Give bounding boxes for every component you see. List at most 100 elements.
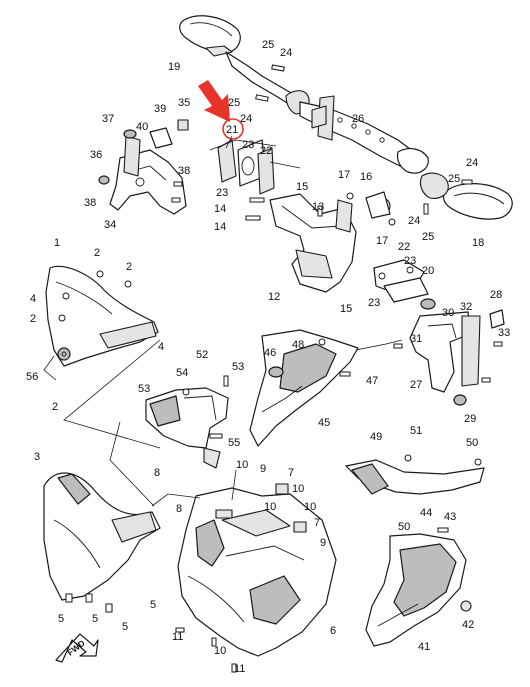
callout-30: 30 <box>442 307 454 319</box>
callout-13: 13 <box>312 201 324 213</box>
right-mirror[interactable] <box>419 172 513 220</box>
fwd-arrow-icon: FWD <box>55 633 99 663</box>
callout-9: 9 <box>260 463 266 475</box>
callout-21: 21 <box>226 124 238 136</box>
inner-panel-left[interactable] <box>145 375 229 469</box>
callout-27: 27 <box>410 379 422 391</box>
right-bracket[interactable] <box>393 298 505 406</box>
callout-25: 25 <box>422 231 434 243</box>
callout-52: 52 <box>196 349 208 361</box>
center-stay[interactable] <box>245 191 396 293</box>
callout-53: 53 <box>138 383 150 395</box>
callout-8: 8 <box>154 467 160 479</box>
front-cowl[interactable] <box>175 483 337 673</box>
callout-16: 16 <box>360 171 372 183</box>
callout-44: 44 <box>420 507 432 519</box>
callout-7: 7 <box>288 467 294 479</box>
callout-51: 51 <box>410 425 422 437</box>
callout-18: 18 <box>472 237 484 249</box>
callout-5: 5 <box>92 613 98 625</box>
side-cowling-right-inner[interactable] <box>249 329 359 447</box>
callout-11: 11 <box>234 663 245 675</box>
callout-7: 7 <box>314 517 320 529</box>
callout-2: 2 <box>94 247 100 259</box>
callout-48: 48 <box>292 339 304 351</box>
part-21-highlight-circle <box>222 118 244 140</box>
callout-4: 4 <box>30 293 36 305</box>
callout-25: 25 <box>262 39 274 51</box>
left-stay-bracket[interactable] <box>98 119 189 215</box>
callout-10: 10 <box>214 645 226 657</box>
callout-49: 49 <box>370 431 382 443</box>
callout-28: 28 <box>490 289 502 301</box>
callout-20: 20 <box>422 265 434 277</box>
side-cowl-right-upper[interactable] <box>345 454 485 495</box>
callout-10: 10 <box>236 459 248 471</box>
callout-55: 55 <box>228 437 240 449</box>
front-cowling-panel[interactable] <box>43 472 161 613</box>
callout-15: 15 <box>296 181 308 193</box>
bracket-grommets <box>209 139 277 195</box>
callout-5: 5 <box>122 621 128 633</box>
callout-29: 29 <box>464 413 476 425</box>
callout-38: 38 <box>178 165 190 177</box>
callout-22: 22 <box>398 241 410 253</box>
callout-25: 25 <box>448 173 460 185</box>
callout-35: 35 <box>178 97 190 109</box>
callout-39: 39 <box>154 103 166 115</box>
callout-56: 56 <box>26 371 38 383</box>
windscreen[interactable] <box>45 265 159 367</box>
left-mirror[interactable] <box>179 15 310 115</box>
callout-19: 19 <box>168 61 180 73</box>
callout-23: 23 <box>242 139 254 151</box>
callouts: 19 25 24 25 24 26 35 39 37 40 21 23 22 3… <box>26 39 510 675</box>
callout-1: 1 <box>54 237 60 249</box>
callout-23: 23 <box>368 297 380 309</box>
callout-2: 2 <box>52 401 58 413</box>
callout-32: 32 <box>460 301 472 313</box>
callout-2: 2 <box>126 261 132 273</box>
callout-10: 10 <box>304 501 316 513</box>
callout-26: 26 <box>352 113 364 125</box>
callout-10: 10 <box>264 501 276 513</box>
callout-50: 50 <box>466 437 478 449</box>
callout-10: 10 <box>292 483 304 495</box>
callout-38: 38 <box>84 197 96 209</box>
red-arrow-icon <box>198 80 230 122</box>
callout-43: 43 <box>444 511 456 523</box>
callout-17: 17 <box>376 235 388 247</box>
callout-23: 23 <box>216 187 228 199</box>
callout-24: 24 <box>240 113 252 125</box>
callout-34: 34 <box>104 219 116 231</box>
callout-42: 42 <box>462 619 474 631</box>
callout-36: 36 <box>90 149 102 161</box>
callout-3: 3 <box>34 451 40 463</box>
callout-33: 33 <box>498 327 510 339</box>
callout-22: 22 <box>260 145 272 157</box>
callout-5: 5 <box>150 599 156 611</box>
right-stay-plate[interactable] <box>373 259 429 303</box>
callout-24: 24 <box>408 215 420 227</box>
callout-24: 24 <box>466 157 478 169</box>
side-cowl-right-lower[interactable] <box>365 527 472 647</box>
callout-9: 9 <box>320 537 326 549</box>
mirror-bolts <box>255 64 473 215</box>
callout-23: 23 <box>404 255 416 267</box>
callout-40: 40 <box>136 121 148 133</box>
callout-4: 4 <box>158 341 164 353</box>
callout-11: 11 <box>172 631 183 643</box>
callout-31: 31 <box>410 333 422 345</box>
callout-41: 41 <box>418 641 430 653</box>
callout-17: 17 <box>338 169 350 181</box>
callout-25: 25 <box>228 97 240 109</box>
callout-50: 50 <box>398 521 410 533</box>
callout-5: 5 <box>58 613 64 625</box>
callout-54: 54 <box>176 367 188 379</box>
mirror-stay[interactable] <box>299 95 429 174</box>
callout-53: 53 <box>232 361 244 373</box>
leader-lines <box>43 135 403 507</box>
callout-37: 37 <box>102 113 114 125</box>
callout-46: 46 <box>264 347 276 359</box>
callout-24: 24 <box>280 47 292 59</box>
